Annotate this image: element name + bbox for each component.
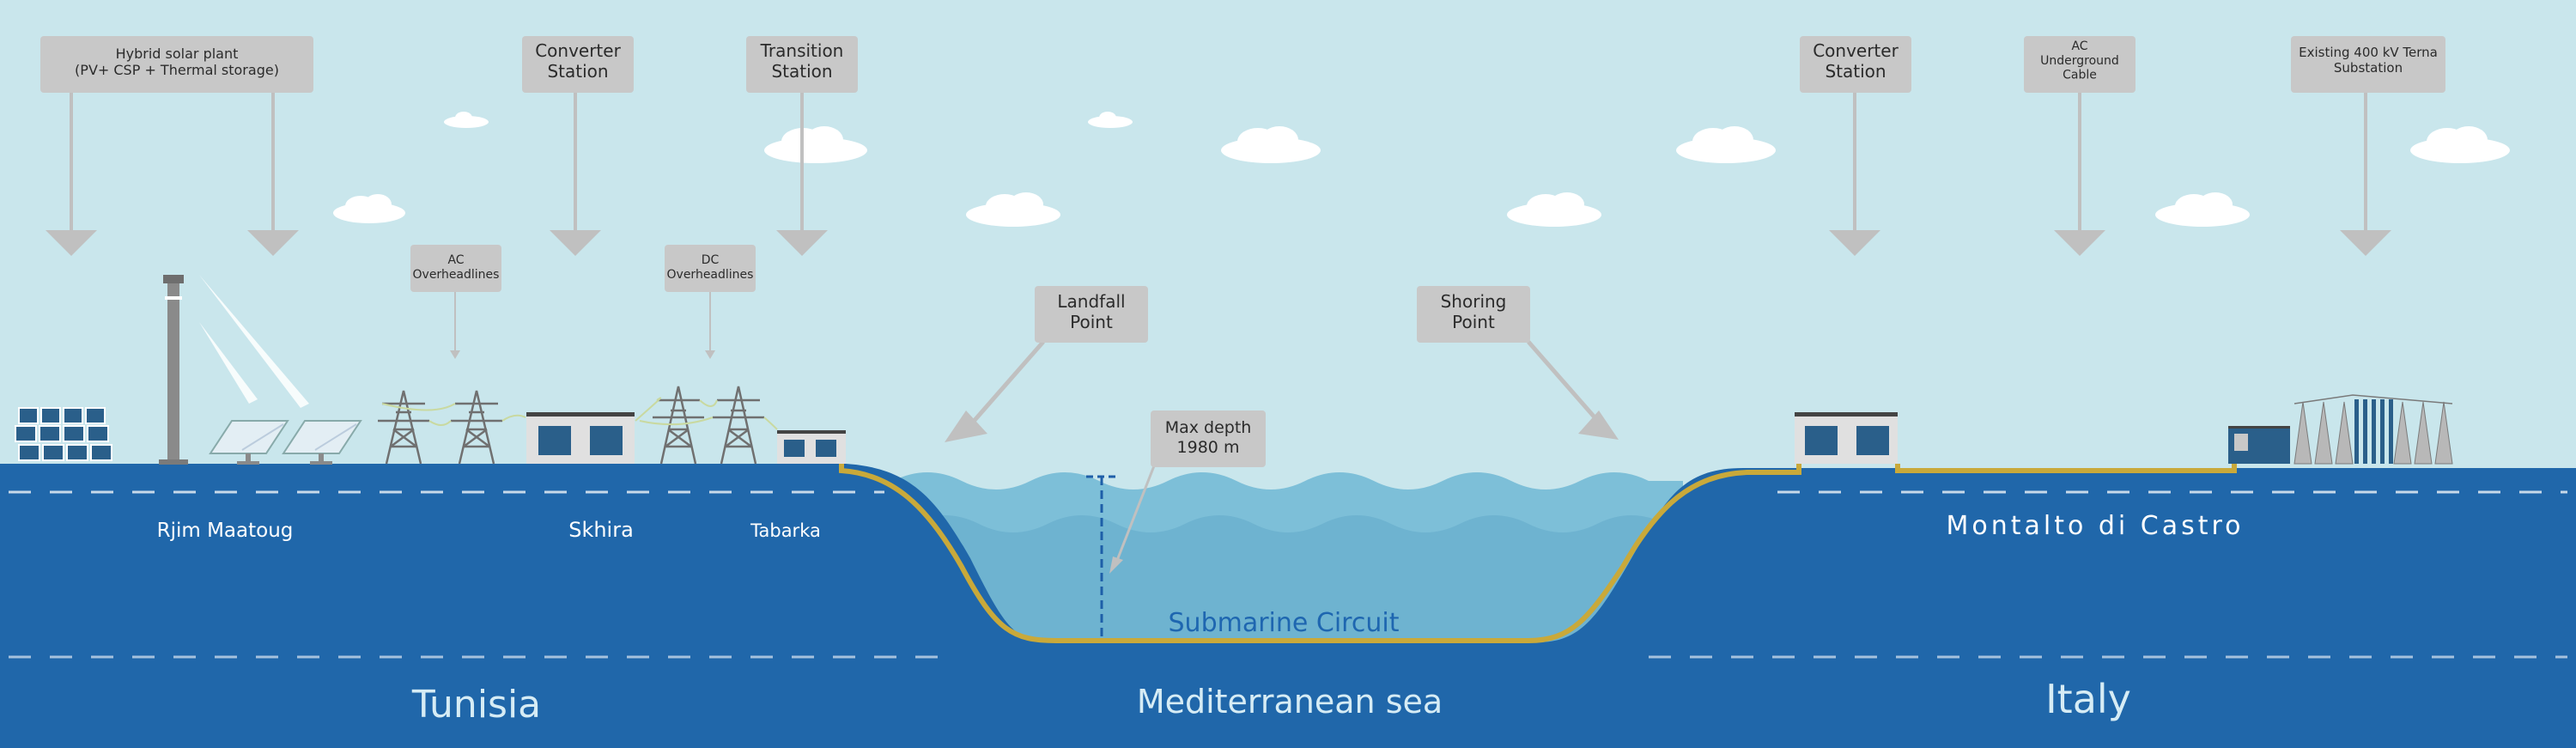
callout-line: (PV+ CSP + Thermal storage)	[75, 62, 279, 78]
callout-line: AC	[447, 253, 464, 267]
ac-pylons-icon	[378, 390, 526, 465]
dc-pylons-icon	[635, 386, 778, 465]
callout-line: Point	[1070, 312, 1113, 332]
solar-pv-panels	[15, 407, 112, 461]
heliostat-mirrors	[209, 420, 362, 465]
region-label-sea: Mediterranean sea	[1137, 683, 1443, 721]
callout-line: Underground	[2040, 54, 2119, 68]
callout-line: DC	[702, 253, 720, 267]
cloud-icon	[2155, 192, 2250, 227]
clouds	[333, 112, 2510, 227]
callout-line: Station	[771, 61, 832, 82]
cloud-icon	[444, 112, 489, 128]
callout-hybrid-plant-text: Hybrid solar plant(PV+ CSP + Thermal sto…	[75, 46, 279, 78]
location-label-tabarka: Tabarka	[750, 520, 821, 541]
cloud-icon	[966, 192, 1060, 227]
callout-line: Overheadlines	[413, 268, 500, 282]
location-label-skhira: Skhira	[568, 518, 634, 542]
region-label-tunisia: Tunisia	[411, 683, 541, 727]
transition-station-icon	[777, 430, 846, 464]
callout-line: Point	[1452, 312, 1495, 332]
callout-line: Substation	[2334, 60, 2403, 76]
callout-line: Converter	[535, 40, 621, 61]
underground-cable	[1895, 464, 2237, 473]
callout-line: Shoring	[1441, 291, 1507, 312]
callout-line: Overheadlines	[667, 268, 754, 282]
callout-line: Station	[1825, 61, 1886, 82]
cloud-icon	[1676, 126, 1776, 163]
cloud-icon	[1088, 112, 1133, 128]
location-label-montalto: Montalto di Castro	[1946, 511, 2244, 541]
callout-line: Converter	[1813, 40, 1899, 61]
cloud-icon	[2410, 126, 2510, 163]
callout-line: Station	[547, 61, 608, 82]
callout-line: 1980 m	[1177, 438, 1240, 457]
csp-tower-icon	[159, 275, 309, 465]
callout-line: Max depth	[1165, 418, 1252, 437]
converter-station-italy-icon	[1795, 412, 1898, 464]
region-label-italy: Italy	[2045, 676, 2131, 722]
callout-arrows	[46, 93, 2391, 574]
cloud-icon	[1221, 126, 1321, 163]
submarine-cable	[839, 459, 1801, 643]
land-and-seabed	[0, 464, 2576, 748]
callout-line: Landfall	[1057, 291, 1125, 312]
callout-hybrid-plant: Hybrid solar plant(PV+ CSP + Thermal sto…	[40, 36, 313, 93]
callout-boxes: Hybrid solar plant(PV+ CSP + Thermal sto…	[40, 36, 2445, 467]
terna-substation-icon	[2228, 394, 2453, 465]
callout-line: Cable	[2063, 69, 2097, 82]
callout-line: Transition	[760, 40, 844, 61]
callout-line: Existing 400 kV Terna	[2299, 45, 2438, 60]
submarine-circuit-label: Submarine Circuit	[1169, 608, 1400, 638]
callout-line: AC	[2071, 40, 2087, 53]
location-label-rjim-maatoug: Rjim Maatoug	[157, 520, 294, 542]
converter-station-tunisia-icon	[526, 412, 635, 464]
cloud-icon	[1507, 192, 1601, 227]
callout-line: Hybrid solar plant	[116, 46, 239, 62]
sea-middle	[893, 515, 1683, 653]
cloud-icon	[333, 194, 405, 223]
